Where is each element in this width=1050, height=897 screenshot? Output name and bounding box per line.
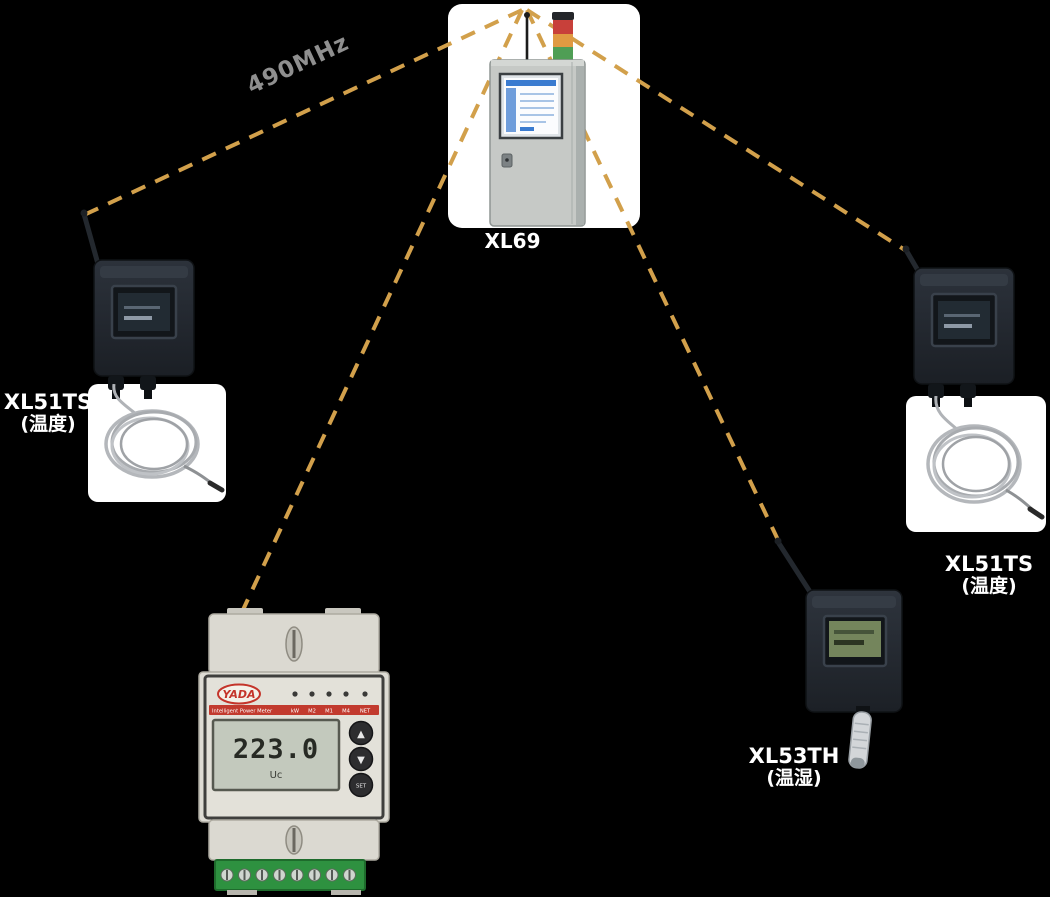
set-button: SET [348,772,374,798]
signal-tower-icon [552,12,574,60]
terminal-block [214,859,366,895]
xl53th-type: (温湿) [766,767,822,790]
link-xl69-to-power-meter [240,9,524,613]
meter-strip-label: Intelligent Power Meter [212,709,273,715]
meter-bottom-mount [208,819,380,861]
link-xl69-to-xl51ts-left [83,8,523,217]
meter-front-panel: YADA Intelligent Power Meter kW M2 M1 M4… [198,671,390,823]
xl51ts-left-enclosure [93,259,195,399]
down-button: ▼ [348,746,374,772]
humidity-probe-icon [848,711,872,769]
up-arrow-icon: ▲ [357,729,365,740]
indicator-label: kW [291,709,299,715]
xl51ts-left-probe-cable [104,384,225,493]
set-button-label: SET [356,784,367,790]
brand-logo: YADA [217,683,261,705]
xl53th-label: XL53TH (温湿) [738,744,850,790]
temperature-probe-tip-icon [207,480,225,493]
xl51ts-left-antenna-icon [80,209,101,267]
xl53th-model: XL53TH [748,744,840,768]
cabinet-lock-icon [501,153,513,168]
xl51ts-right-device [902,245,1015,407]
indicator-label: M2 [308,709,316,715]
xl51ts-right-enclosure [913,267,1015,407]
xl51ts-left-model: XL51TS [3,390,93,414]
xl51ts-left-label: XL51TS (温度) [0,390,96,436]
meter-brand: YADA [222,688,255,701]
link-xl69-to-xl51ts-right [525,8,907,252]
xl51ts-right-label: XL51TS (温度) [933,552,1045,598]
xl53th-device [774,537,903,769]
xl51ts-right-probe-cable [926,396,1045,520]
xl53th-antenna-icon [774,537,817,601]
status-led-icons [292,691,368,697]
meter-label-strip: Intelligent Power Meter kW M2 M1 M4 NET [209,705,379,715]
meter-top-mount [208,608,380,675]
meter-lcd: 223.0 Uc [211,718,341,792]
indicator-label: NET [360,709,371,715]
xl69-screen [498,72,564,140]
power-meter-device: YADA Intelligent Power Meter kW M2 M1 M4… [198,608,390,895]
xl69-antenna-icon [524,12,530,62]
lcd-unit: Uc [270,770,283,781]
xl51ts-left-type: (温度) [20,413,76,436]
xl51ts-left-device [80,209,195,399]
xl69-label: XL69 [484,229,541,253]
indicator-label: M1 [325,709,333,715]
xl53th-enclosure [805,589,903,716]
down-arrow-icon: ▼ [357,755,365,766]
xl69-cabinet [489,59,586,227]
indicator-label: M4 [342,709,350,715]
xl51ts-right-type: (温度) [961,575,1017,598]
xl51ts-right-model: XL51TS [944,552,1034,576]
link-xl69-to-xl53th [525,9,781,543]
lcd-value: 223.0 [233,734,319,765]
temperature-probe-tip-icon [1027,506,1045,520]
xl69-gateway-device [489,12,586,227]
up-button: ▲ [348,720,374,746]
